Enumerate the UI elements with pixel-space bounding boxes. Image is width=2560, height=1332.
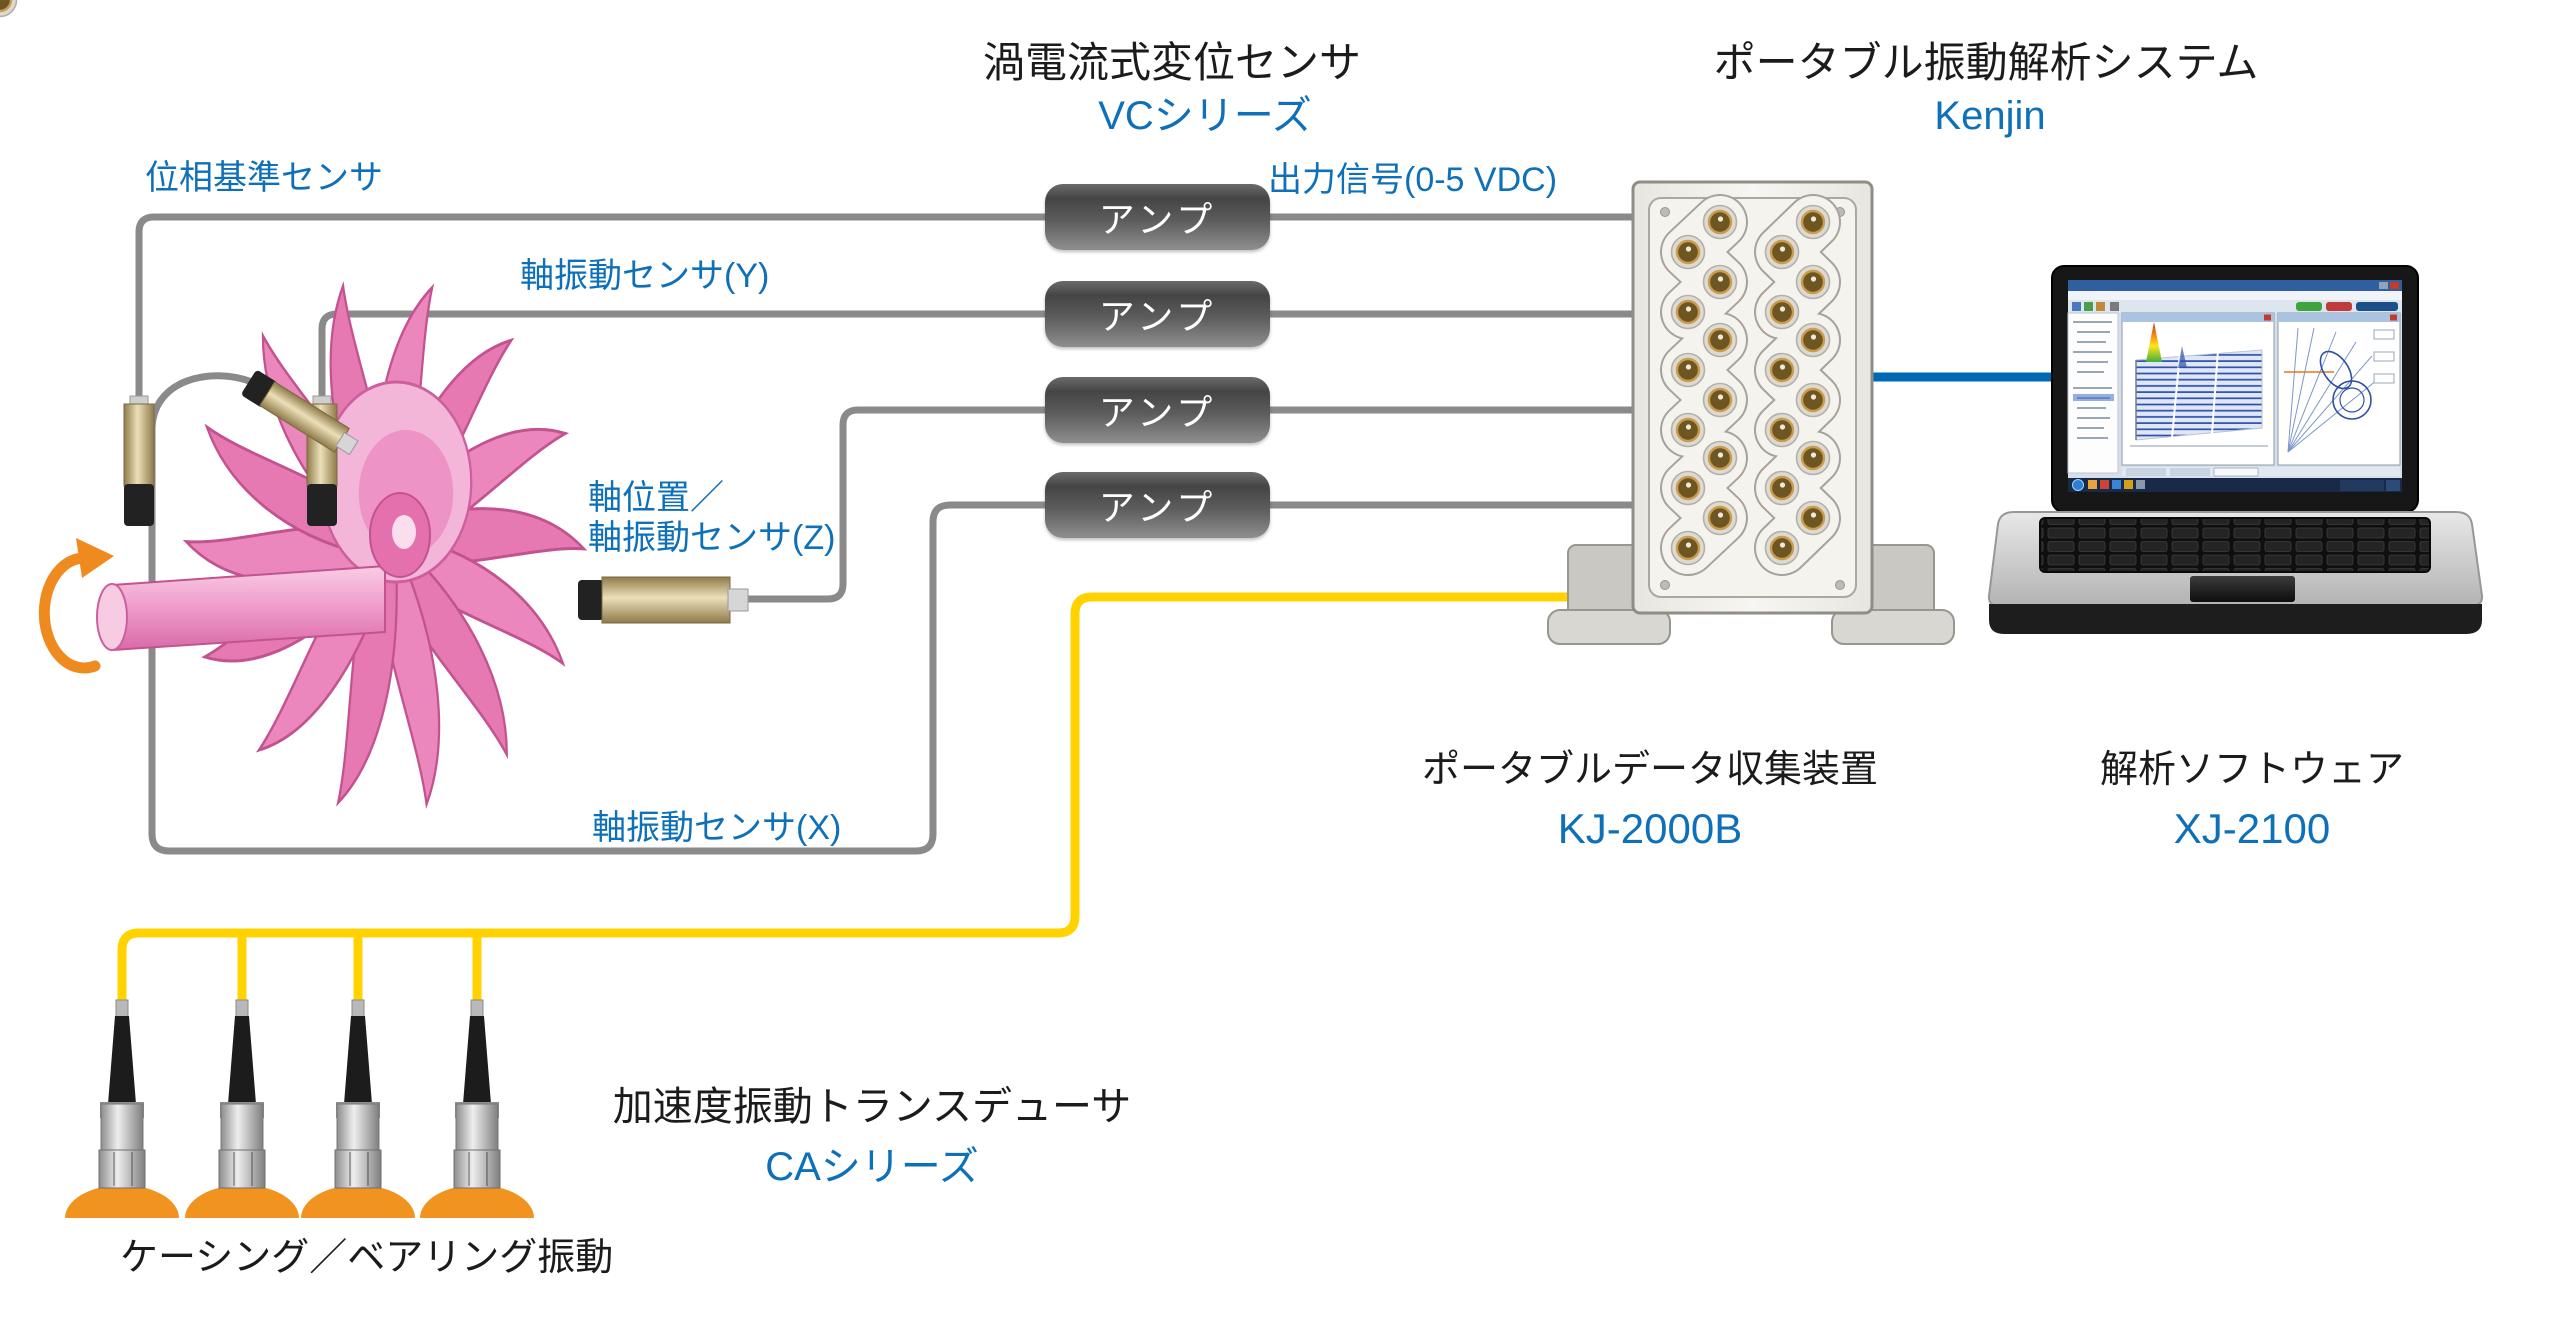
amp-2: アンプ (1045, 281, 1270, 347)
analysis-app-window (2067, 280, 2402, 492)
shaft-x-label: 軸振動センサ(X) (592, 809, 842, 847)
shaft-y-label: 軸振動センサ(Y) (520, 257, 770, 295)
amp-4: アンプ (1045, 472, 1270, 538)
eddy-sensor-title: 渦電流式変位センサ (982, 39, 1362, 86)
amp-3: アンプ (1045, 377, 1270, 443)
accelerometer-series: CAシリーズ (765, 1145, 979, 1189)
analysis-system-title: ポータブル振動解析システム (1713, 39, 2259, 86)
orbit-chart (2277, 312, 2401, 466)
turbine-impeller (38, 281, 588, 810)
cable-shaft-y (318, 310, 1047, 402)
shaft-z-label: 軸位置／ 軸振動センサ(Z) (588, 479, 836, 558)
laptop-keyboard (2039, 517, 2431, 573)
amp-1: アンプ (1045, 184, 1270, 250)
eddy-sensor-series: VCシリーズ (1098, 94, 1312, 138)
data-collector-model: KJ-2000B (1557, 805, 1743, 852)
laptop (1987, 265, 2484, 634)
analysis-system-series: Kenjin (1934, 94, 2046, 138)
shaft-z-probe (578, 576, 749, 624)
rotation-arrow-icon (38, 538, 114, 674)
laptop-front-edge (1989, 604, 2482, 634)
output-signal-label: 出力信号(0-5 VDC) (1268, 161, 1558, 199)
data-collector-device (0, 0, 1955, 645)
software-name: 解析ソフトウェア (2099, 749, 2405, 791)
laptop-touchpad (2190, 576, 2295, 602)
waterfall-chart (2121, 312, 2275, 466)
phase-reference-probe (123, 395, 155, 526)
cable-phase-reference (135, 213, 1047, 402)
turbine-shaft (96, 492, 431, 652)
output-cables (1268, 213, 1640, 509)
accelerometer-name: 加速度振動トランスデューサ (612, 1085, 1132, 1129)
accelerometer-cable (117, 592, 1640, 1005)
cable-shaft-z (748, 406, 1047, 603)
phase-reference-label: 位相基準センサ (145, 159, 383, 197)
software-model: XJ-2100 (2173, 805, 2331, 852)
data-collector-name: ポータブルデータ収集装置 (1421, 749, 1879, 791)
shaft-x-probe (242, 370, 359, 456)
casing-bearing-label: ケーシング／ベアリング振動 (120, 1237, 614, 1279)
cable-shaft-x (148, 372, 1047, 855)
accelerometer-sensors (98, 999, 501, 1189)
accelerometer-group (65, 999, 534, 1218)
